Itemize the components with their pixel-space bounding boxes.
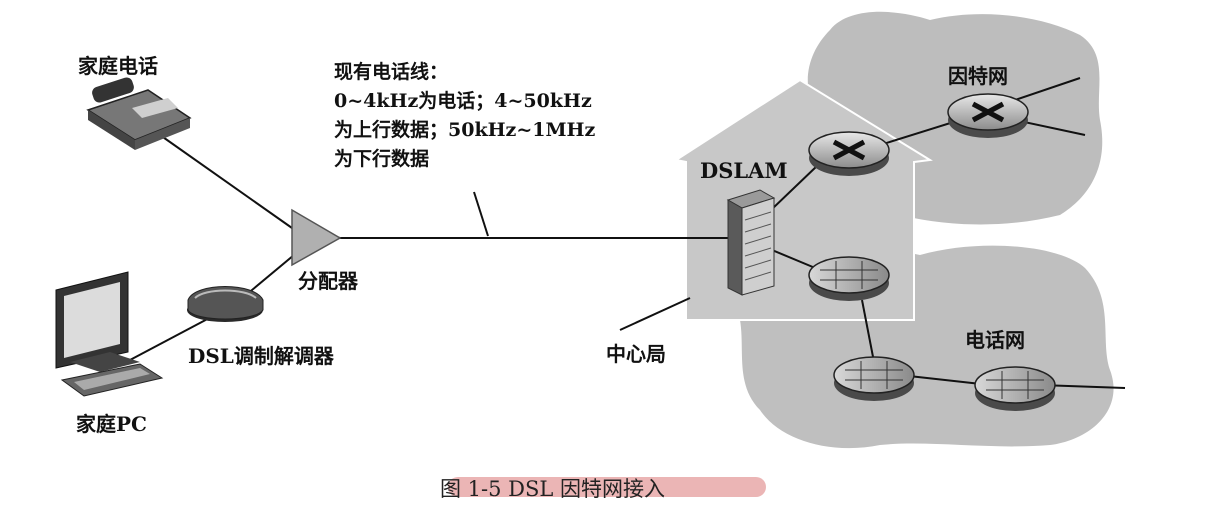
dslam-label: DSLAM (700, 158, 788, 183)
note-line: 现有电话线： (334, 61, 449, 83)
note-line: 0~4kHz为电话；4~50kHz (334, 90, 592, 112)
internet-label: 因特网 (948, 64, 1008, 88)
router-icon (808, 131, 890, 176)
phone-switch-icon (974, 366, 1056, 411)
internet-router-icon (947, 93, 1029, 138)
phone-switch-icon (808, 256, 890, 301)
splitter-icon (291, 208, 342, 267)
home-phone-label: 家庭电话 (78, 54, 158, 78)
dsl-modem-icon (187, 286, 264, 322)
note-line: 为上行数据；50kHz~1MHz (334, 119, 596, 141)
phone-switch-icon (833, 356, 915, 401)
splitter-label: 分配器 (298, 269, 358, 293)
home-pc-label: 家庭PC (76, 412, 147, 436)
telephone-icon (86, 77, 192, 150)
central-office-label: 中心局 (606, 342, 666, 366)
home-pc-icon (55, 271, 164, 397)
note-line: 为下行数据 (334, 148, 430, 170)
figure-caption: 图 1-5 DSL 因特网接入 (440, 477, 666, 501)
phone-line-note: 现有电话线： 0~4kHz为电话；4~50kHz 为上行数据；50kHz~1MH… (334, 58, 595, 174)
telephone-network-label: 电话网 (965, 328, 1025, 352)
caption-highlight (448, 477, 766, 497)
dsl-modem-label: DSL调制解调器 (188, 344, 334, 368)
dslam-rack-icon (726, 189, 776, 296)
connection-lines (129, 77, 1126, 389)
